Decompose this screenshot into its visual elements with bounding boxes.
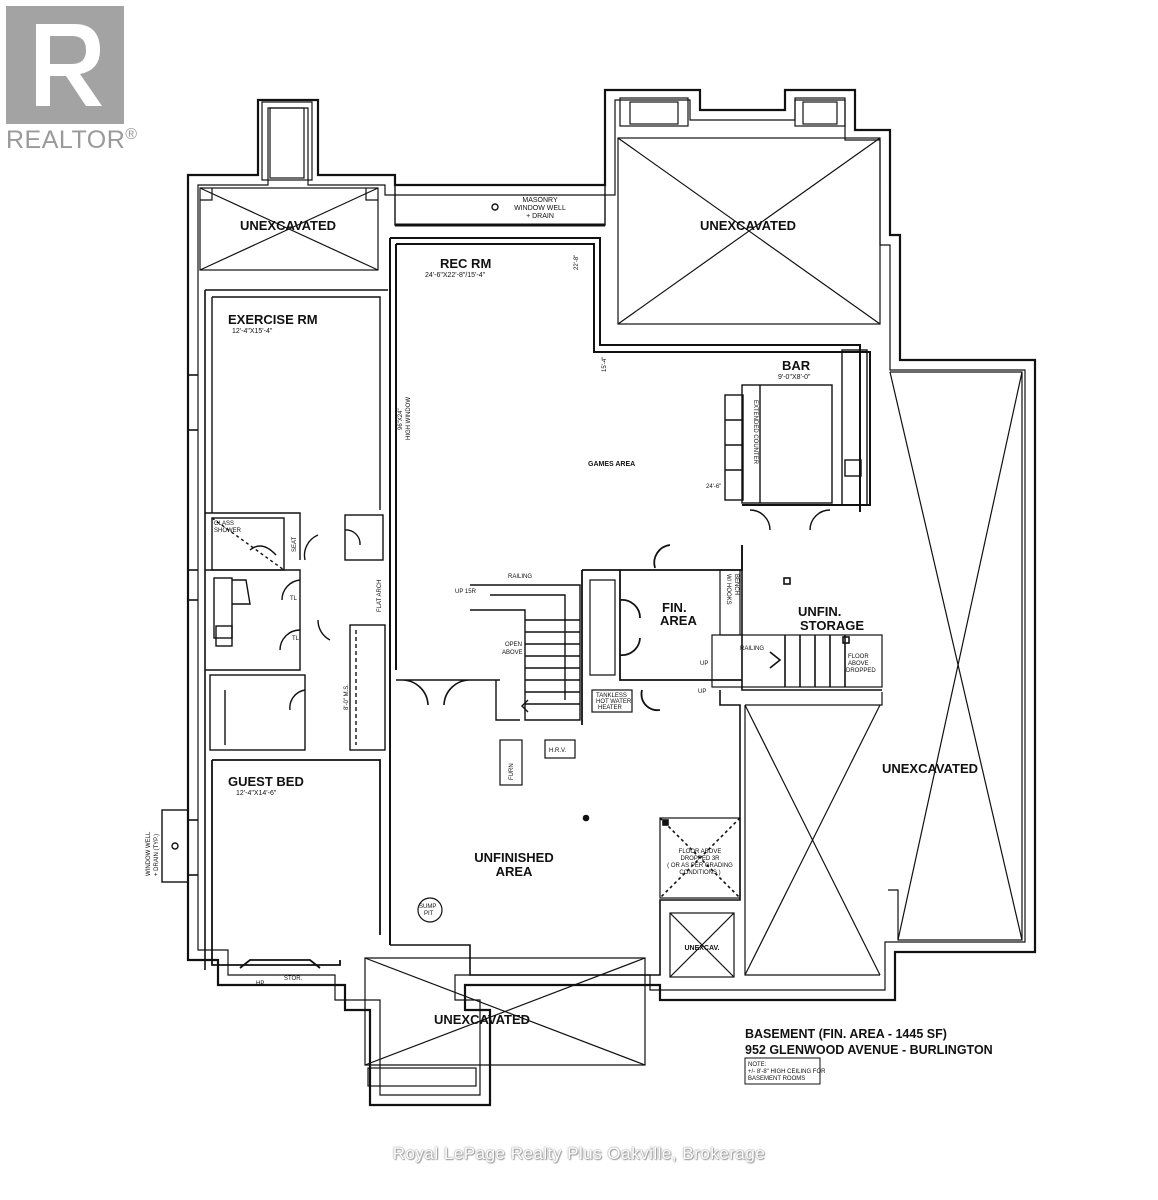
note-line-1: +/- 8'-8" HIGH CEILING FOR <box>748 1069 826 1075</box>
note-label: NOTE: <box>748 1062 767 1068</box>
label-up-15r: UP 15R <box>455 589 477 595</box>
unexcavated-small <box>669 912 735 978</box>
realtor-logo-icon <box>6 6 124 124</box>
label-guest-bed: GUEST BED <box>228 774 304 789</box>
label-guest-bed-dim: 12'-4"X14'-6" <box>236 790 277 797</box>
label-unexcavated-r: UNEXCAVATED <box>882 761 978 776</box>
label-storage: STORAGE <box>800 618 864 633</box>
label-ms: 8'-0" M.S. <box>344 684 350 710</box>
label-floor-above: FLOOR ABOVE <box>679 849 722 855</box>
label-area: AREA <box>496 864 533 879</box>
realtor-logo-text: REALTOR® <box>6 126 138 154</box>
label-glass: GLASS <box>214 521 234 527</box>
label-hot-water: HOT WATER <box>596 699 632 705</box>
label-high-window: HIGH WINDOW <box>406 397 412 440</box>
dim-24-6: 24'-6" <box>706 484 721 490</box>
label-hrv: H.R.V. <box>549 748 566 754</box>
unexcavated-bottom <box>364 957 646 1087</box>
label-tl-1: TL <box>290 596 298 602</box>
staircase <box>470 584 581 721</box>
label-exercise-rm: EXERCISE RM <box>228 312 318 327</box>
label-railing: RAILING <box>508 574 532 580</box>
label-drain-typ: + DRAIN (TYP.) <box>154 834 160 876</box>
label-conditions: CONDITIONS ) <box>679 870 720 876</box>
label-hp: HP <box>256 981 264 987</box>
label-unexcav-small: UNEXCAV. <box>684 945 719 952</box>
label-unfin: UNFIN. <box>798 604 841 619</box>
label-exercise-rm-dim: 12'-4"X15'-4" <box>232 328 273 335</box>
label-bar-dim: 9'-0"X8'-0" <box>778 374 811 381</box>
label-masonry: MASONRY <box>522 197 558 204</box>
label-unexcavated-b: UNEXCAVATED <box>434 1012 530 1027</box>
label-rec-rm: REC RM <box>440 256 491 271</box>
label-unexcavated-tl: UNEXCAVATED <box>240 218 336 233</box>
label-dropped-3r: DROPPED 3R <box>680 856 720 862</box>
title-address: 952 GLENWOOD AVENUE - BURLINGTON <box>745 1043 993 1057</box>
label-open: OPEN <box>505 642 522 648</box>
label-floor: FLOOR <box>848 654 869 660</box>
label-fin-area-2: AREA <box>660 613 697 628</box>
label-pit: PIT <box>424 911 434 917</box>
label-flat-arch: FLAT ARCH <box>377 580 383 612</box>
label-rec-rm-dim: 24'-6"X22'-8"/15'-4" <box>425 272 486 279</box>
label-up-2: UP <box>698 689 706 695</box>
label-up: UP <box>700 661 708 667</box>
label-hooks: W/ HOOKS <box>725 574 731 605</box>
label-heater: HEATER <box>598 705 623 711</box>
label-grading: ( OR AS PER GRADING <box>667 863 733 869</box>
label-bar: BAR <box>782 358 811 373</box>
label-fin-area-1: FIN. <box>662 600 687 615</box>
unexcavated-right <box>744 371 1023 976</box>
dim-22-8: 22'-8" <box>574 255 580 270</box>
label-drain: + DRAIN <box>526 213 554 220</box>
title-basement: BASEMENT (FIN. AREA - 1445 SF) <box>745 1027 947 1041</box>
label-extended-counter: EXTENDED COUNTER <box>752 400 758 465</box>
outer-wall <box>186 88 1037 1107</box>
label-window-well-left: WINDOW WELL <box>146 831 152 876</box>
label-railing-2: RAILING <box>740 646 764 652</box>
unexcavated-top-right <box>261 97 881 325</box>
label-seat: SEAT <box>292 536 298 552</box>
label-window-well: WINDOW WELL <box>514 205 566 212</box>
label-games-area: GAMES AREA <box>588 461 635 468</box>
label-bench: BENCH <box>733 574 739 595</box>
label-stor: STOR. <box>284 976 303 982</box>
label-tankless: TANKLESS <box>596 693 627 699</box>
label-above-2: ABOVE <box>848 661 869 667</box>
label-high-window-size: 96"X24" <box>398 408 404 430</box>
label-furn: FURN <box>509 763 515 780</box>
label-shower: SHOWER <box>214 528 242 534</box>
dim-15-4: 15'-4" <box>602 357 608 372</box>
label-unexcavated-tr: UNEXCAVATED <box>700 218 796 233</box>
label-tl-2: TL <box>292 636 300 642</box>
unexcavated-top-left <box>199 187 379 271</box>
label-sump: SUMP <box>419 904 436 910</box>
label-unfinished: UNFINISHED <box>474 850 553 865</box>
label-above: ABOVE <box>502 650 523 656</box>
brokerage-watermark: Royal LePage Realty Plus Oakville, Broke… <box>392 1144 766 1163</box>
note-line-2: BASEMENT ROOMS <box>748 1076 805 1082</box>
label-dropped: DROPPED <box>846 668 876 674</box>
